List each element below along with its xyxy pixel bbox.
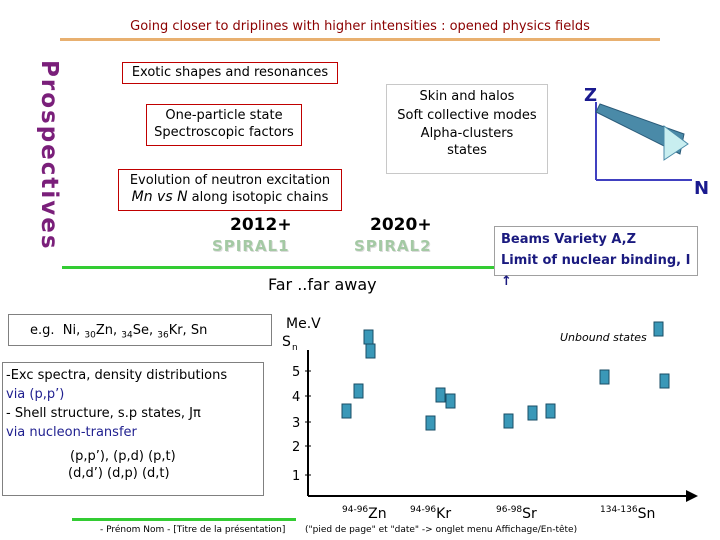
via-transfer-line: via nucleon-transfer [6, 425, 137, 440]
exotic-shapes-box: Exotic shapes and resonances [122, 62, 338, 84]
timeline-line [62, 266, 494, 269]
level-marker [365, 343, 376, 359]
far-away-text: Far ..far away [268, 275, 377, 294]
x-category-label: 94-96Kr [410, 505, 451, 522]
level-marker [341, 403, 352, 419]
via-pp-line: via (p,p’) [6, 387, 65, 402]
level-marker [363, 329, 374, 345]
zn-z-number: 30 [84, 330, 96, 341]
level-marker [353, 383, 364, 399]
unbound-label: Unbound states [560, 331, 647, 344]
exc-spectra-line: -Exc spectra, density distributions [6, 368, 228, 383]
shell-structure-line: - Shell structure, s.p states, Jπ [6, 406, 201, 421]
reactions-line1: (p,p’), (p,d) (p,t) [70, 449, 176, 464]
y-tick-label: 5 [292, 365, 300, 380]
kr-z-number: 36 [157, 330, 169, 341]
zn-chart [595, 102, 692, 181]
year-2012: 2012+ [230, 215, 292, 235]
y-axis-label: Me.V [286, 316, 321, 332]
one-particle-line1: One-particle state [165, 108, 283, 123]
level-marker [599, 369, 610, 385]
y-tick-label: 3 [292, 416, 300, 431]
level-marker [425, 415, 436, 431]
example-line: e.g. Ni, 30Zn, 34Se, 36Kr, Sn [30, 323, 207, 341]
slide-title: Going closer to driplines with higher in… [60, 16, 660, 41]
skin-line3: Alpha-clusters [420, 126, 514, 141]
skin-line1: Skin and halos [419, 89, 515, 104]
reactions-line2: (d,d’) (d,p) (d,t) [68, 466, 170, 481]
side-title-text: Prospectives [36, 60, 62, 251]
footer-right: ("pied de page" et "date" -> onglet menu… [305, 525, 578, 535]
y-axis-symbol: S [282, 334, 291, 350]
level-marker [659, 373, 670, 389]
exotic-shapes-text: Exotic shapes and resonances [131, 65, 329, 80]
methods-text: -Exc spectra, density distributions via … [6, 366, 227, 482]
skin-halos-box: Skin and halos Soft collective modes Alp… [386, 84, 548, 174]
beams-line2: Limit of nuclear binding, I ↑ [501, 253, 691, 289]
se-element: Se, [132, 323, 158, 338]
isotopic-chains-text: along isotopic chains [187, 190, 329, 205]
year-2020: 2020+ [370, 215, 432, 235]
one-particle-line2: Spectroscopic factors [154, 125, 294, 140]
arrow-head-icon [663, 125, 689, 161]
y-tick-label: 2 [292, 440, 300, 455]
evolution-line2: Mn vs N along isotopic chains [119, 189, 341, 206]
n-label: N [694, 178, 710, 199]
example-prefix: e.g. Ni, [30, 323, 85, 338]
kr-element: Kr, Sn [168, 323, 208, 338]
skin-line2: Soft collective modes [397, 108, 537, 123]
se-z-number: 34 [121, 330, 133, 341]
z-label: Z [584, 85, 598, 106]
methods-box [2, 362, 264, 496]
mn-vs-n-text: Mn vs N [131, 189, 188, 205]
spiral1-logo: SPIRAL1 [212, 237, 290, 255]
x-category-label: 96-98Sr [496, 505, 537, 522]
x-axis-arrow-icon [686, 490, 698, 502]
zn-element: Zn, [95, 323, 122, 338]
level-marker [503, 413, 514, 429]
level-marker [653, 321, 664, 337]
level-marker [445, 393, 456, 409]
skin-line4: states [447, 143, 487, 158]
footer-left: - Prénom Nom - [Titre de la présentation… [100, 525, 286, 535]
y-tick-label: 1 [292, 469, 300, 484]
x-category-label: 134-136Sn [600, 505, 655, 522]
side-title: Prospectives [36, 60, 62, 251]
evolution-line1: Evolution of neutron excitation [129, 173, 331, 188]
evolution-box: Evolution of neutron excitation Mn vs N … [118, 169, 342, 211]
beams-box: Beams Variety A,Z Limit of nuclear bindi… [494, 226, 698, 289]
level-marker [435, 387, 446, 403]
level-marker [527, 405, 538, 421]
footer-rule-left [72, 518, 296, 521]
y-axis-subscript: n [292, 343, 298, 353]
one-particle-box: One-particle state Spectroscopic factors [146, 104, 302, 146]
valley-stripe [595, 103, 685, 155]
x-category-label: 94-96Zn [342, 505, 387, 522]
beams-line1: Beams Variety A,Z [501, 232, 636, 247]
example-box [8, 314, 272, 346]
y-tick-label: 4 [292, 390, 300, 405]
spiral2-logo: SPIRAL2 [354, 237, 432, 255]
level-marker [545, 403, 556, 419]
